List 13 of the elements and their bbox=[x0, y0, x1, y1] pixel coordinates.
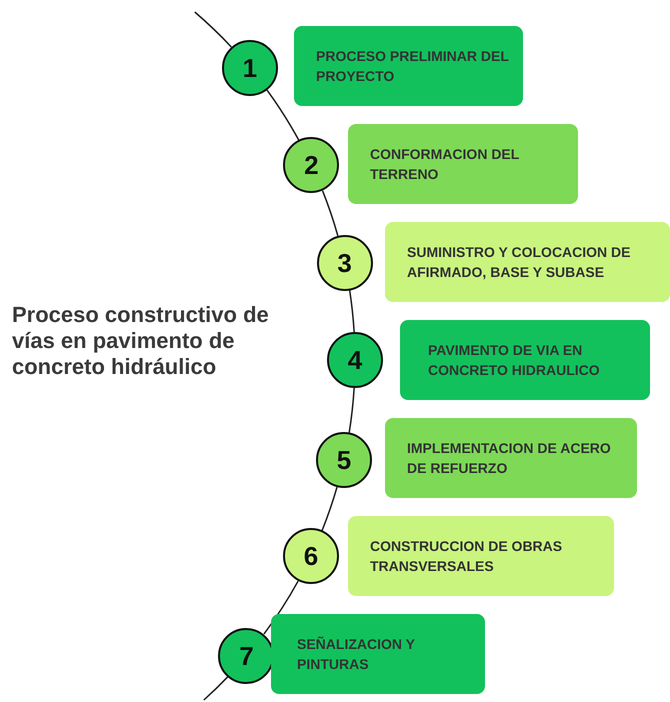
timeline-line bbox=[266, 90, 300, 140]
timeline-line bbox=[348, 388, 355, 433]
step-box: CONSTRUCCION DE OBRAS TRANSVERSALES bbox=[348, 516, 614, 596]
step-box: SEÑALIZACION Y PINTURAS bbox=[271, 614, 485, 694]
step-box: PROCESO PRELIMINAR DEL PROYECTO bbox=[294, 26, 523, 106]
step-box: PAVIMENTO DE VIA EN CONCRETO HIDRAULICO bbox=[400, 320, 650, 400]
step-box: CONFORMACION DEL TERRENO bbox=[348, 124, 578, 204]
diagram-title: Proceso constructivo de vías en pavimento de concreto hidráulico bbox=[12, 302, 270, 380]
timeline-line bbox=[322, 190, 339, 236]
step-box: SUMINISTRO Y COLOCACION DE AFIRMADO, BASE Y SUBASE bbox=[385, 222, 670, 302]
timeline-line bbox=[321, 486, 338, 531]
timeline-line bbox=[348, 290, 355, 332]
step-box: IMPLEMENTACION DE ACERO DE REFUERZO bbox=[385, 418, 637, 498]
